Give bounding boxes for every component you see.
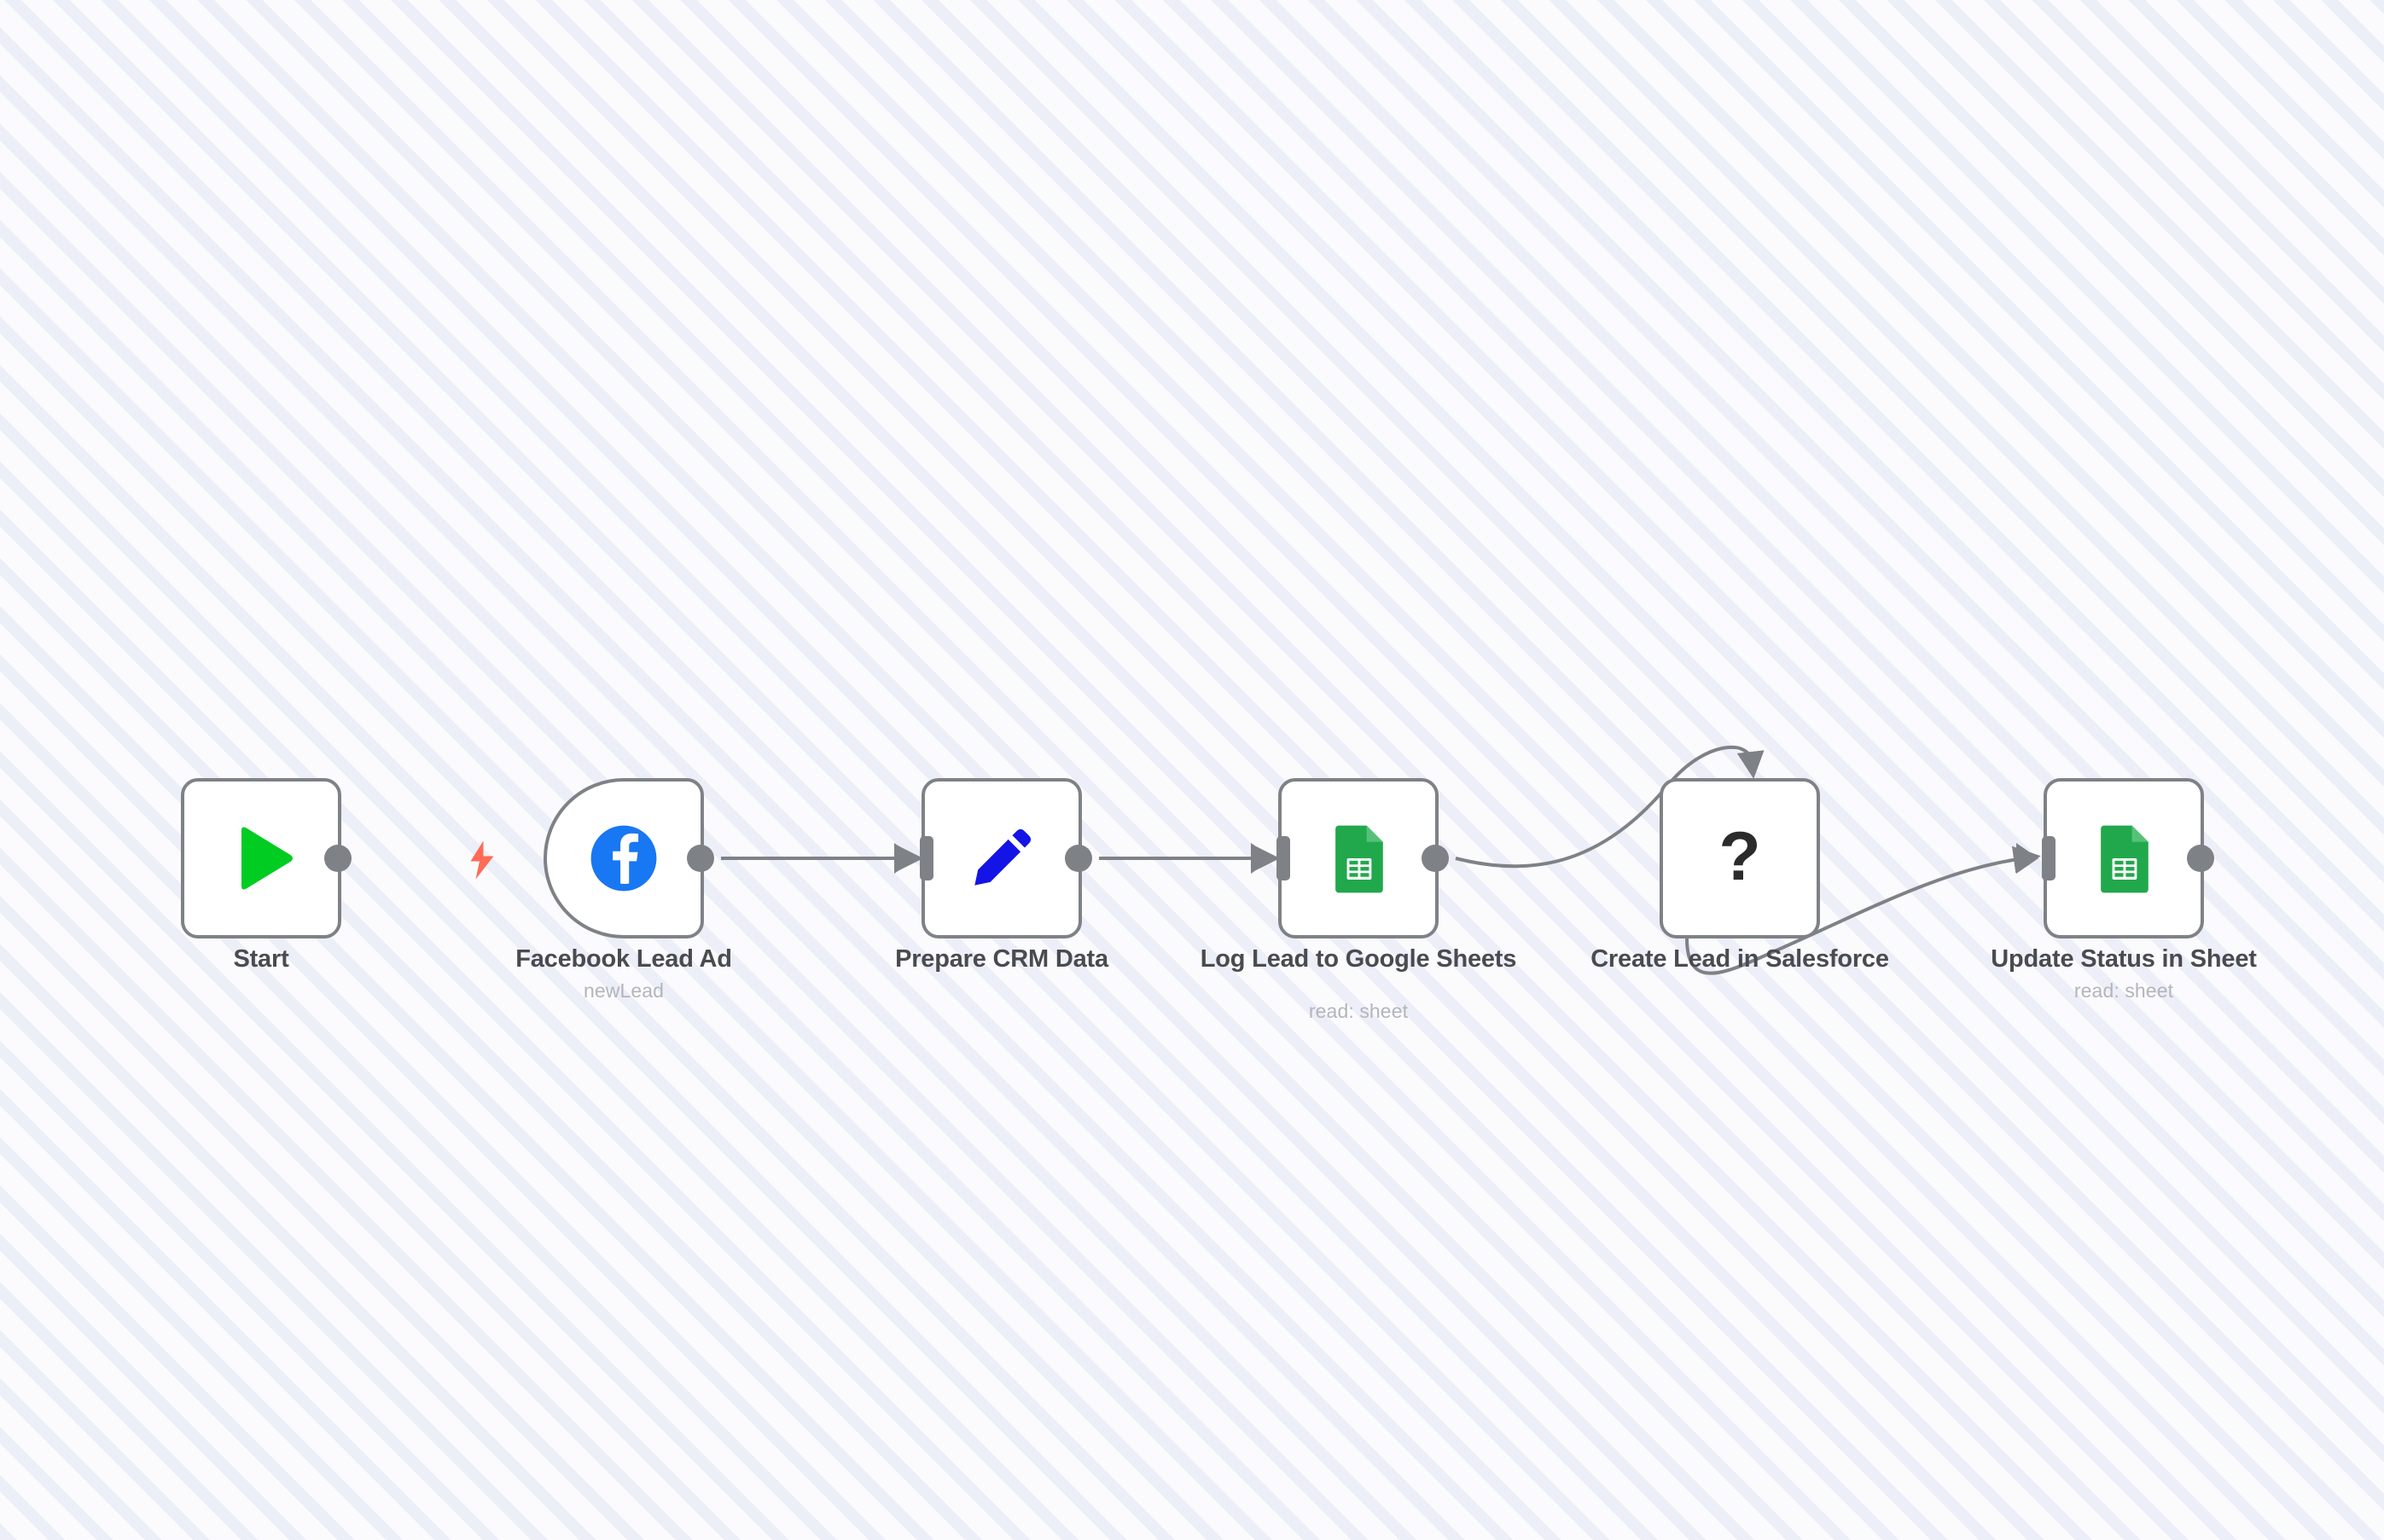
node-update-status-in-sheet-label: Update Status in Sheet bbox=[1991, 945, 2257, 973]
port-in-log-lead-to-google-sheets[interactable] bbox=[1251, 836, 1290, 880]
port-in-arrow-icon bbox=[894, 843, 916, 874]
node-facebook-lead-ad[interactable]: Facebook Lead Ad newLead bbox=[470, 778, 732, 1002]
facebook-icon bbox=[590, 825, 657, 892]
node-create-lead-in-salesforce-label: Create Lead in Salesforce bbox=[1590, 945, 1889, 973]
node-log-lead-to-google-sheets[interactable]: Log Lead to Google Sheets read: sheet bbox=[1201, 778, 1516, 1022]
port-in-update-status-in-sheet[interactable] bbox=[2016, 836, 2055, 880]
node-log-lead-to-google-sheets-sublabel: read: sheet bbox=[1308, 1000, 1409, 1022]
port-out-start[interactable] bbox=[324, 845, 352, 872]
google-sheets-icon bbox=[1335, 825, 1383, 893]
port-out-facebook-lead-ad[interactable] bbox=[687, 845, 714, 872]
node-prepare-crm-data[interactable]: Prepare CRM Data bbox=[894, 778, 1108, 973]
node-facebook-lead-ad-label: Facebook Lead Ad bbox=[515, 945, 732, 973]
node-update-status-in-sheet-box[interactable] bbox=[2016, 778, 2214, 939]
port-in-arrow-icon bbox=[1251, 843, 1273, 874]
node-create-lead-in-salesforce[interactable]: ? Create Lead in Salesforce bbox=[1590, 778, 1889, 973]
node-start-box[interactable] bbox=[181, 778, 352, 939]
question-mark-icon: ? bbox=[1718, 818, 1760, 895]
node-create-lead-in-salesforce-box[interactable]: ? bbox=[1660, 778, 1820, 939]
port-out-prepare-crm-data[interactable] bbox=[1065, 845, 1092, 872]
node-prepare-crm-data-label: Prepare CRM Data bbox=[895, 945, 1108, 973]
node-update-status-in-sheet-sublabel: read: sheet bbox=[2073, 979, 2174, 1002]
port-in-prepare-crm-data[interactable] bbox=[894, 836, 933, 880]
node-log-lead-to-google-sheets-box[interactable] bbox=[1251, 778, 1449, 939]
port-in-arrow-icon bbox=[2016, 843, 2038, 874]
port-out-log-lead-to-google-sheets[interactable] bbox=[1422, 845, 1449, 872]
node-facebook-lead-ad-box[interactable] bbox=[544, 778, 714, 939]
node-facebook-lead-ad-sublabel: newLead bbox=[583, 979, 665, 1002]
port-out-update-status-in-sheet[interactable] bbox=[2187, 845, 2214, 872]
node-start-label: Start bbox=[233, 945, 289, 973]
svg-text:?: ? bbox=[1718, 818, 1760, 895]
google-sheets-icon bbox=[2101, 825, 2149, 893]
node-start[interactable]: Start bbox=[181, 778, 352, 973]
pencil-icon bbox=[974, 828, 1032, 886]
node-update-status-in-sheet[interactable]: Update Status in Sheet read: sheet bbox=[1991, 778, 2257, 1002]
trigger-bolt-icon bbox=[470, 840, 494, 880]
play-icon bbox=[241, 827, 293, 890]
node-log-lead-to-google-sheets-label: Log Lead to Google Sheets bbox=[1200, 945, 1517, 973]
node-prepare-crm-data-box[interactable] bbox=[894, 778, 1092, 939]
